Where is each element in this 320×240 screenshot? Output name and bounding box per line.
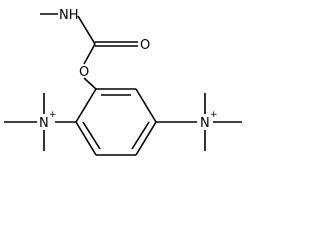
ring-bond-c3-c4 [135, 121, 157, 156]
ring-bond-c5-c6 [75, 121, 97, 156]
ring-bond-c6-c1 [75, 88, 97, 123]
ring-inner-bond-left [82, 121, 101, 150]
chemical-structure: NH O O N + N + [4, 8, 242, 156]
ring-inner-bond-right [131, 121, 150, 150]
atom-label-n-left: N [39, 116, 49, 131]
charge-n-left: + [49, 110, 57, 120]
atom-label-n-right: N [200, 116, 210, 131]
bond-carbonyl-ester-o [83, 43, 96, 65]
charge-n-right: + [210, 110, 218, 120]
bond-ester-o-ring [83, 77, 97, 90]
atom-label-ester-o: O [79, 65, 89, 80]
atom-label-carbonyl-o: O [140, 38, 150, 53]
bond-nh-carbonyl [77, 15, 96, 45]
ring-bond-c2-c3 [135, 88, 157, 123]
atom-label-nh: NH [59, 8, 79, 23]
